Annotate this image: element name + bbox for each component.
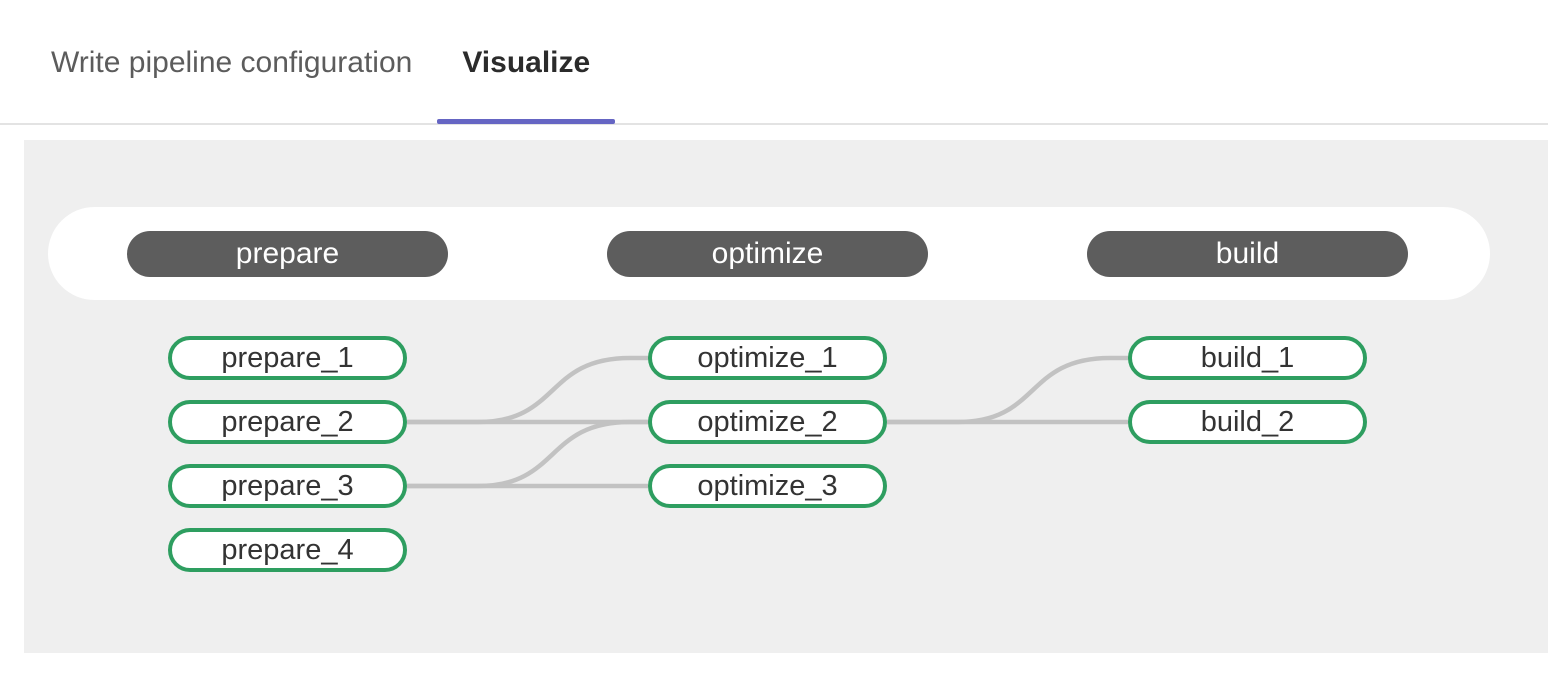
job-node-optimize_2[interactable]: optimize_2	[648, 400, 887, 444]
job-node-build_2[interactable]: build_2	[1128, 400, 1367, 444]
tab-write-pipeline-configuration-label: Write pipeline configuration	[51, 45, 413, 79]
pipeline-editor-tab-bar: Write pipeline configuration Visualize	[0, 2, 1548, 125]
stage-pill-build: build	[1087, 231, 1408, 277]
tab-visualize[interactable]: Visualize	[437, 2, 616, 124]
job-node-optimize_3[interactable]: optimize_3	[648, 464, 887, 508]
stage-pill-prepare: prepare	[127, 231, 448, 277]
job-node-prepare_3[interactable]: prepare_3	[168, 464, 407, 508]
job-node-optimize_1[interactable]: optimize_1	[648, 336, 887, 380]
active-tab-indicator	[437, 119, 616, 124]
stage-pill-prepare-label: prepare	[235, 237, 340, 270]
stage-pill-optimize-label: optimize	[711, 237, 824, 270]
job-node-prepare_1[interactable]: prepare_1	[168, 336, 407, 380]
tab-visualize-label: Visualize	[462, 45, 591, 79]
tab-write-pipeline-configuration[interactable]: Write pipeline configuration	[26, 2, 437, 123]
job-node-prepare_4[interactable]: prepare_4	[168, 528, 407, 572]
job-node-optimize_2-label: optimize_2	[697, 405, 838, 438]
job-node-build_1[interactable]: build_1	[1128, 336, 1367, 380]
job-node-optimize_1-label: optimize_1	[697, 341, 838, 374]
job-node-prepare_1-label: prepare_1	[221, 341, 354, 374]
job-node-optimize_3-label: optimize_3	[697, 469, 838, 502]
job-node-build_2-label: build_2	[1200, 405, 1295, 438]
job-node-prepare_2[interactable]: prepare_2	[168, 400, 407, 444]
job-node-prepare_4-label: prepare_4	[221, 533, 354, 566]
job-node-build_1-label: build_1	[1200, 341, 1295, 374]
job-node-prepare_3-label: prepare_3	[221, 469, 354, 502]
job-node-prepare_2-label: prepare_2	[221, 405, 354, 438]
stage-pill-optimize: optimize	[607, 231, 928, 277]
stage-pill-build-label: build	[1215, 237, 1280, 270]
